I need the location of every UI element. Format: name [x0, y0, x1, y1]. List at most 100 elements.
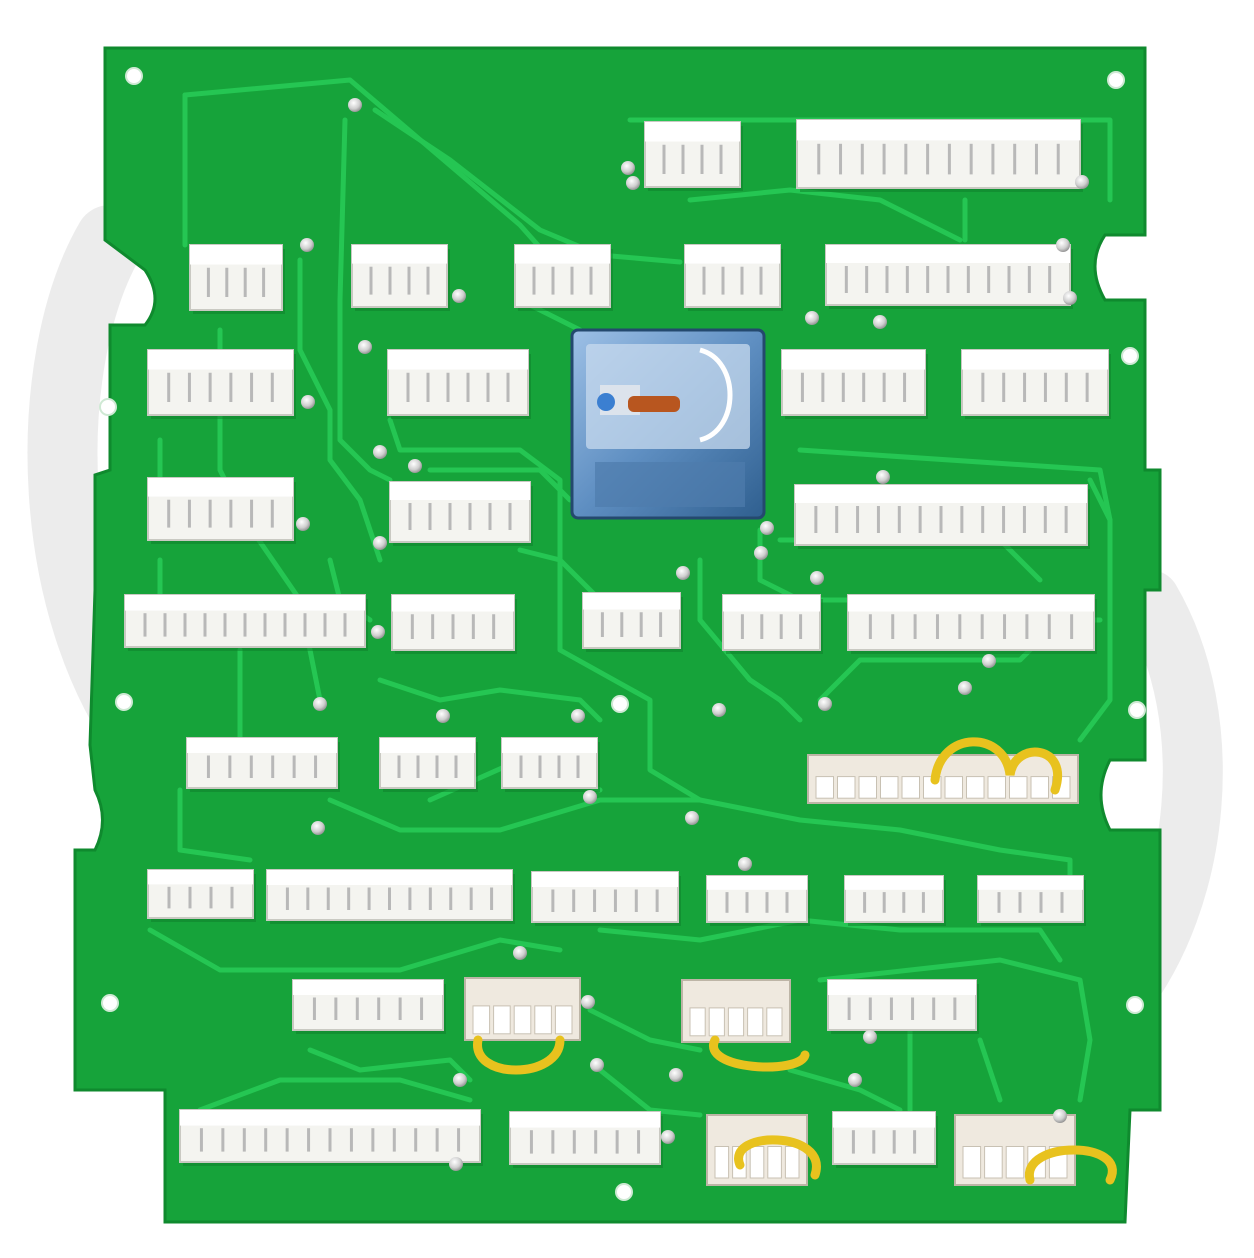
connector-header — [124, 594, 368, 651]
connector-header — [794, 484, 1090, 549]
solder-dot — [571, 709, 585, 723]
connector-header — [147, 869, 256, 922]
connector-header — [389, 481, 533, 546]
solder-dot — [1075, 175, 1089, 189]
solder-dot — [661, 1130, 675, 1144]
connector-socket — [944, 776, 963, 799]
copper-traces — [147, 77, 1113, 1118]
solder-dot — [301, 395, 315, 409]
connector-socket — [554, 1005, 573, 1035]
connector-header — [844, 875, 946, 926]
connector-header — [706, 875, 810, 926]
relay — [570, 328, 766, 520]
connector-socket — [966, 776, 985, 799]
solder-dot — [621, 161, 635, 175]
connector-socket — [714, 1146, 730, 1179]
solder-dot — [754, 546, 768, 560]
solder-dot — [876, 470, 890, 484]
solder-dot — [863, 1030, 877, 1044]
connector-header — [514, 244, 613, 311]
connector-header — [832, 1111, 938, 1168]
solder-dot — [581, 995, 595, 1009]
connector-header — [961, 349, 1111, 419]
connector-header — [501, 737, 600, 792]
connector-header — [825, 244, 1073, 309]
connector-socket — [689, 1007, 706, 1037]
solder-dot — [760, 521, 774, 535]
connector-header — [684, 244, 783, 311]
connector-header — [147, 477, 296, 544]
solder-dot — [1063, 291, 1077, 305]
connector-header — [189, 244, 285, 314]
connector-header — [827, 979, 979, 1034]
solder-dot — [296, 517, 310, 531]
connector-header — [186, 737, 340, 792]
connector-socket — [784, 1146, 800, 1179]
connector-socket — [1030, 776, 1049, 799]
connector-header — [796, 119, 1083, 192]
connector-socket — [962, 1146, 982, 1179]
solder-dot — [712, 703, 726, 717]
solder-dot — [873, 315, 887, 329]
connector-socket — [749, 1146, 765, 1179]
connector-header — [351, 244, 450, 311]
solder-dot — [676, 566, 690, 580]
connector-socket — [984, 1146, 1003, 1179]
solder-dot — [669, 1068, 683, 1082]
solder-dot — [358, 340, 372, 354]
connector-socket — [880, 776, 899, 799]
connector-socket — [1009, 776, 1028, 799]
connector-header — [644, 121, 743, 191]
connector-header — [147, 349, 296, 419]
solder-dot — [513, 946, 527, 960]
connector-header — [847, 594, 1097, 654]
solder-dot — [452, 289, 466, 303]
connector-group — [124, 119, 1111, 1186]
solder-dot — [373, 445, 387, 459]
solder-points — [296, 98, 1089, 1171]
connector-socket — [493, 1005, 511, 1035]
solder-dot — [1053, 1109, 1067, 1123]
connector-socket — [837, 776, 856, 799]
solder-dot — [300, 238, 314, 252]
solder-dot — [590, 1058, 604, 1072]
connector-header — [292, 979, 446, 1034]
connector-socket — [708, 1007, 725, 1037]
connector-socket — [472, 1005, 491, 1035]
connector-socket — [1005, 1146, 1025, 1179]
connector-header — [722, 594, 823, 654]
connector-socket — [987, 776, 1006, 799]
connector-header — [509, 1111, 663, 1168]
solder-dot — [738, 857, 752, 871]
solder-dot — [810, 571, 824, 585]
connector-header — [387, 349, 531, 419]
solder-dot — [848, 1073, 862, 1087]
solder-dot — [583, 790, 597, 804]
solder-dot — [449, 1157, 463, 1171]
solder-dot — [408, 459, 422, 473]
solder-dot — [982, 654, 996, 668]
connector-socket — [513, 1005, 532, 1035]
solder-dot — [311, 821, 325, 835]
solder-dot — [313, 697, 327, 711]
jumper-wires — [473, 737, 1117, 1185]
connector-header — [379, 737, 478, 792]
connector-header — [977, 875, 1086, 926]
solder-dot — [958, 681, 972, 695]
solder-dot — [436, 709, 450, 723]
solder-dot — [685, 811, 699, 825]
connector-header — [531, 871, 681, 926]
connector-socket — [767, 1146, 782, 1179]
connector-socket — [901, 776, 920, 799]
connector-socket — [766, 1007, 783, 1037]
solder-dot — [348, 98, 362, 112]
solder-dot — [805, 311, 819, 325]
connector-socket — [858, 776, 877, 799]
solder-dot — [818, 697, 832, 711]
solder-dot — [373, 536, 387, 550]
connector-socket — [534, 1005, 552, 1035]
connector-header — [582, 592, 683, 652]
connector-header — [391, 594, 517, 654]
